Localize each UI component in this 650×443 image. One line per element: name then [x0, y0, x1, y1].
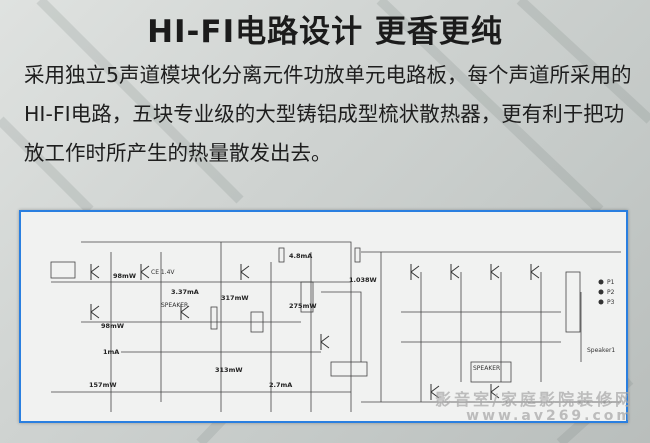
label-p3: P3 — [607, 299, 615, 306]
label-current: 1mA — [103, 348, 119, 356]
label-power: 157mW — [89, 381, 117, 389]
circuit-schematic: 4.8mA 98mW CE 1.4V 3.37mA 317mW SPEAKER … — [19, 210, 628, 423]
label-power: 98mW — [113, 272, 136, 280]
label-current: 4.8mA — [289, 252, 312, 260]
label-speaker: Speaker1 — [587, 347, 615, 354]
label-speaker: SPEAKER — [473, 365, 500, 372]
label-current: 3.37mA — [171, 288, 199, 296]
label-p1: P1 — [607, 279, 615, 286]
label-ce: CE 1.4V — [151, 269, 175, 276]
label-power: 313mW — [215, 366, 243, 374]
label-power: 1.038W — [349, 276, 377, 284]
description-text: 采用独立5声道模块化分离元件功放单元电路板，每个声道所采用的HI-FI电路，五块… — [24, 63, 632, 165]
watermark-url: www.av269.com — [466, 408, 634, 424]
label-current: 2.7mA — [269, 381, 292, 389]
label-power: 317mW — [221, 294, 249, 302]
watermark-site-name: 影音室/家庭影院装修网 — [435, 390, 634, 409]
label-speaker: SPEAKER — [161, 302, 188, 309]
schematic-drawing: 4.8mA 98mW CE 1.4V 3.37mA 317mW SPEAKER … — [50, 241, 621, 412]
page-title: HI-FI电路设计 更香更纯 — [147, 14, 503, 50]
label-power: 98mW — [101, 322, 124, 330]
label-power: 275mW — [289, 302, 317, 310]
label-p2: P2 — [607, 289, 615, 296]
